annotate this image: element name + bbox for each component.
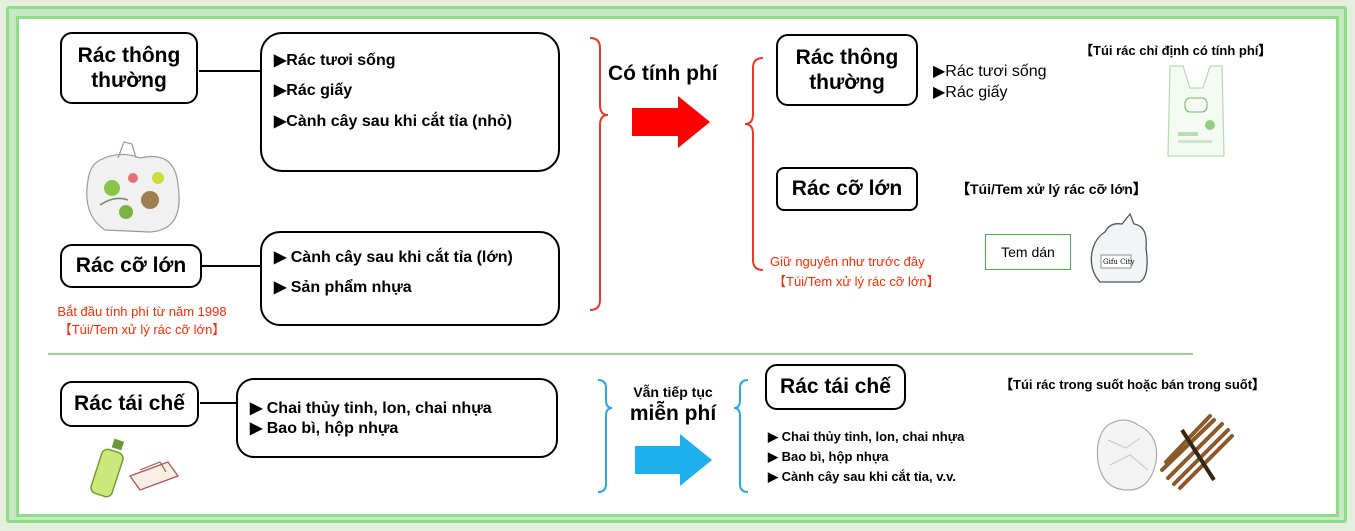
- sticker-label-text: Tem dán: [1001, 244, 1055, 260]
- clear-bag-image: [1096, 419, 1158, 491]
- brace-left-red: [744, 57, 764, 271]
- brace-right-blue: [597, 379, 613, 493]
- free-label-line1: Vẫn tiếp tục: [633, 384, 713, 400]
- category-large-garbage: Rác cỡ lớn: [60, 244, 202, 288]
- list-item: ▶Rác tươi sống: [933, 63, 1047, 80]
- brace-right-red: [589, 37, 609, 311]
- category-large-garbage-charged-label: Rác cỡ lớn: [791, 177, 903, 201]
- free-label: Vẫn tiếp tục miễn phí: [614, 384, 732, 426]
- list-item: ▶Cành cây sau khi cắt tỉa (nhỏ): [274, 112, 513, 130]
- category-recyclable-free-label: Rác tái chế: [780, 375, 891, 399]
- list-item: ▶ Sản phẩm nhựa: [274, 279, 412, 297]
- list-item: ▶ Chai thủy tinh, lon, chai nhựa: [250, 400, 492, 417]
- sticker-label: Tem dán: [985, 234, 1071, 270]
- note-line: Giữ nguyên như trước đây: [770, 254, 925, 269]
- category-large-garbage-charged: Rác cỡ lớn: [776, 167, 918, 211]
- note-line: 【Túi/Tem xử lý rác cỡ lớn】: [773, 273, 940, 289]
- list-item: ▶ Bao bì, hộp nhựa: [768, 449, 889, 465]
- large-garbage-items: ▶ Cành cây sau khi cắt tỉa (lớn) ▶ Sản p…: [260, 231, 560, 326]
- category-regular-garbage-charged-label: Rác thông thường: [795, 45, 899, 94]
- list-item: ▶ Chai thủy tinh, lon, chai nhựa: [768, 429, 965, 444]
- arrow-blue: [635, 434, 712, 486]
- category-regular-garbage-label: Rác thông thường: [77, 43, 181, 92]
- list-item: ▶Rác tươi sống: [274, 52, 396, 69]
- branches-bundle-image: [1160, 414, 1234, 490]
- category-recyclable: Rác tái chế: [60, 381, 199, 427]
- list-item: ▶ Cành cây sau khi cắt tỉa, v.v.: [768, 469, 956, 485]
- list-item: ▶ Bao bì, hộp nhựa: [250, 420, 399, 438]
- list-item: ▶Rác giấy: [933, 83, 1008, 101]
- arrow-red: [632, 96, 710, 148]
- category-recyclable-free: Rác tái chế: [765, 364, 906, 410]
- bag-print-text: Gifu City: [1103, 258, 1135, 266]
- regular-charged-items: ▶Rác tươi sống ▶Rác giấy: [933, 62, 1047, 104]
- large-unchanged-note: Giữ nguyên như trước đây 【Túi/Tem xử lý …: [770, 252, 940, 291]
- list-item: ▶ Cành cây sau khi cắt tỉa (lớn): [274, 249, 513, 266]
- large-bag-label: 【Túi/Tem xử lý rác cỡ lớn】: [956, 181, 1147, 197]
- recyclable-free-items: ▶ Chai thủy tinh, lon, chai nhựa ▶ Bao b…: [768, 428, 964, 489]
- regular-garbage-items: ▶Rác tươi sống ▶Rác giấy ▶Cành cây sau k…: [260, 32, 560, 172]
- category-regular-garbage-charged: Rác thông thường: [776, 34, 918, 106]
- recyclable-items: ▶ Chai thủy tinh, lon, chai nhựa ▶ Bao b…: [236, 378, 558, 458]
- category-recyclable-label: Rác tái chế: [74, 392, 185, 416]
- note-line: 【Túi/Tem xử lý rác cỡ lớn】: [58, 321, 226, 337]
- free-label-line2: miễn phí: [629, 402, 717, 425]
- garbage-bag-image: [86, 141, 180, 233]
- charged-label: Có tính phí: [608, 62, 718, 85]
- designated-bag-image: [1167, 65, 1225, 157]
- category-large-garbage-label: Rác cỡ lớn: [75, 254, 187, 278]
- clear-bag-label: 【Túi rác trong suốt hoặc bán trong suốt】: [1000, 377, 1266, 392]
- designated-bag-label: 【Túi rác chỉ định có tính phí】: [1080, 43, 1272, 58]
- brace-left-blue: [733, 379, 749, 493]
- list-item: ▶Rác giấy: [274, 82, 353, 100]
- bottles-image: [90, 438, 180, 498]
- sticker-bag-image: [1090, 212, 1148, 283]
- category-regular-garbage: Rác thông thường: [60, 32, 198, 104]
- note-line: Bắt đầu tính phí từ năm 1998: [57, 304, 227, 319]
- large-garbage-note: Bắt đầu tính phí từ năm 1998 【Túi/Tem xử…: [26, 303, 258, 338]
